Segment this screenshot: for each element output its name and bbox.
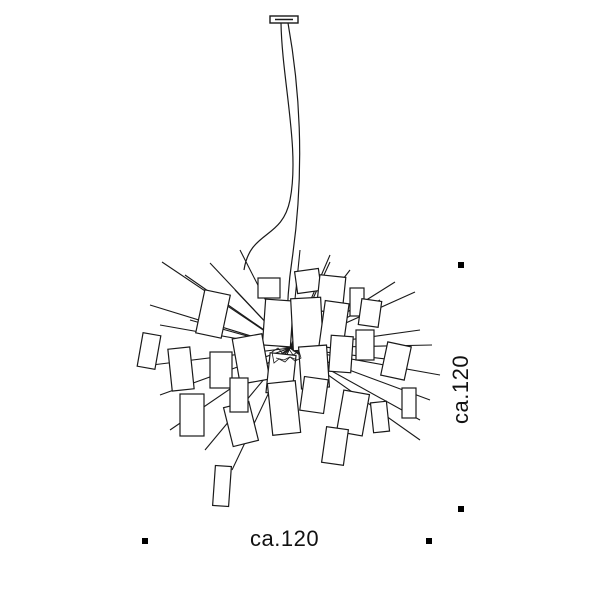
paper-sheet <box>357 298 383 328</box>
paper-sheet <box>257 277 281 299</box>
paper-sheet <box>335 389 371 437</box>
center-hub <box>271 347 302 364</box>
paper-sheet <box>211 464 233 508</box>
paper-sheet <box>401 387 417 419</box>
suspension-cables <box>243 22 301 331</box>
ceiling-canopy <box>269 15 299 24</box>
dimension-marker-right-top <box>458 262 464 268</box>
paper-sheet <box>299 375 329 415</box>
paper-sheet <box>328 334 354 374</box>
paper-sheet <box>231 333 271 385</box>
paper-sheet <box>290 296 324 352</box>
paper-sheet <box>369 400 391 434</box>
paper-sheet <box>261 298 295 348</box>
width-dimension-label: ca.120 <box>250 526 320 551</box>
dimension-marker-bottom-left <box>142 538 148 544</box>
paper-sheet <box>320 425 350 467</box>
paper-sheet <box>209 351 233 389</box>
paper-sheet <box>136 332 162 370</box>
paper-sheet <box>229 377 249 413</box>
dimension-marker-right-bottom <box>458 506 464 512</box>
paper-sheet <box>380 341 412 381</box>
paper-sheet <box>179 393 205 437</box>
dimension-marker-bottom-right <box>426 538 432 544</box>
paper-sheet <box>355 329 375 361</box>
paper-sheet <box>266 380 302 436</box>
paper-sheets <box>136 267 417 508</box>
paper-sheet <box>167 346 195 392</box>
height-dimension-label: ca.120 <box>448 354 473 424</box>
paper-sheet <box>293 267 323 295</box>
paper-sheet <box>194 289 232 339</box>
